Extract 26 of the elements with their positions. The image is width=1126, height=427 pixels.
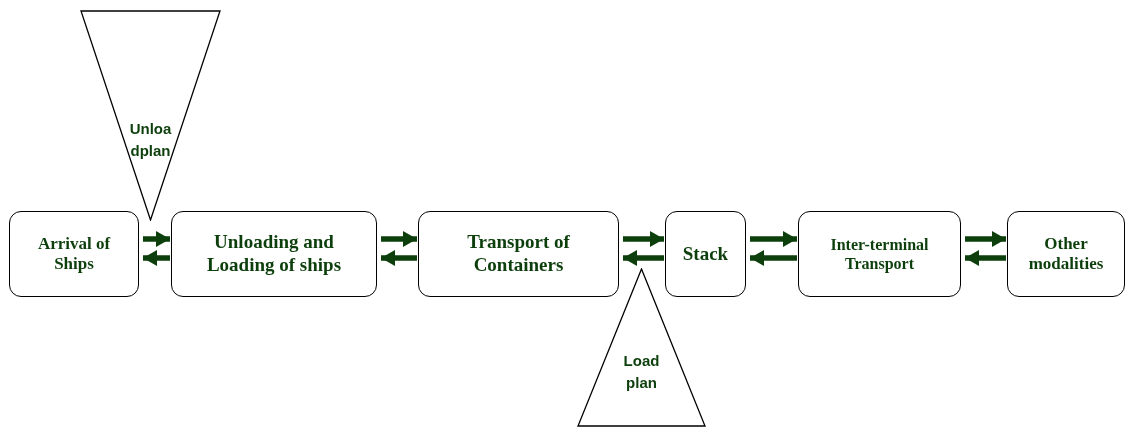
arrow	[381, 231, 417, 247]
arrow	[381, 250, 417, 266]
box-label: Unloading and Loading of ships	[205, 231, 343, 277]
arrow	[623, 231, 664, 247]
process-box	[1007, 211, 1125, 297]
arrow	[750, 231, 797, 247]
box-label: Stack	[681, 242, 730, 266]
arrow	[143, 250, 170, 266]
triangle-label: Unloa dplan	[128, 119, 173, 161]
process-box	[798, 211, 961, 297]
box-label: Arrival of Ships	[36, 233, 112, 275]
triangle-label: Load plan	[622, 351, 661, 393]
triangle-marker	[577, 268, 706, 427]
process-box	[171, 211, 377, 297]
arrow	[965, 231, 1006, 247]
arrow	[965, 250, 1006, 266]
arrow	[750, 250, 797, 266]
arrow	[143, 231, 170, 247]
box-label: Other modalities	[1027, 233, 1105, 275]
box-label: Inter-terminal Transport	[829, 234, 930, 274]
triangle-marker	[80, 10, 221, 221]
box-label: Transport of Containers	[466, 231, 571, 277]
arrow	[623, 250, 664, 266]
process-box	[665, 211, 746, 297]
process-box	[9, 211, 139, 297]
process-box	[418, 211, 619, 297]
